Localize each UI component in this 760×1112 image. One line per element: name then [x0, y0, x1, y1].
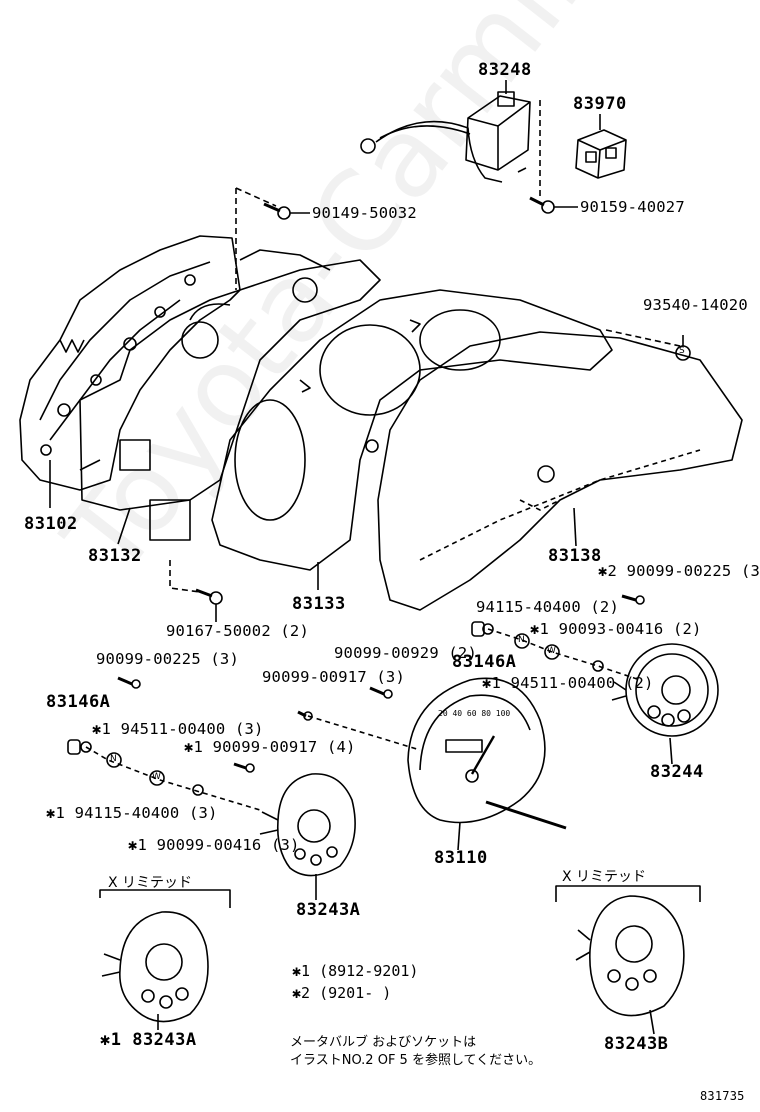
marker-N-letter-right: N — [518, 635, 525, 645]
leader-83243B — [649, 1009, 655, 1035]
variant-tag-right: X リミテッド — [562, 869, 647, 885]
marker-washer-left — [192, 784, 204, 796]
label-90159-40027: 90159-40027 — [580, 198, 685, 216]
label-83244: 83244 — [650, 762, 704, 782]
label-83243A-center: 83243A — [296, 900, 361, 920]
label-94511-00400-center: ✱1 94511-00400 (2) — [482, 674, 654, 692]
leader-83138 — [573, 507, 577, 547]
label-93540-14020: 93540-14020 — [643, 296, 748, 314]
leader-83132 — [117, 507, 131, 545]
label-83970: 83970 — [573, 94, 627, 114]
label-83138: 83138 — [548, 546, 602, 566]
label-90099-00225-right: ✱2 90099-00225 (3) — [598, 562, 760, 580]
screw-90099-00225-right — [621, 594, 645, 605]
screw-90099-00917 — [297, 710, 313, 721]
meter-part-83244 — [611, 643, 719, 737]
leader-dashed-93540 — [605, 329, 681, 347]
screw-90149 — [263, 202, 310, 220]
label-83146A-center: 83146A — [452, 652, 517, 672]
leader-83244 — [669, 737, 673, 765]
variant-bracket-right — [555, 885, 701, 902]
screw-90099-00929 — [369, 686, 393, 699]
leader-dashed-90167 — [169, 560, 201, 593]
marker-N-left — [106, 752, 122, 768]
dashed-chain-right — [487, 628, 641, 681]
diagram-id: 831735 — [700, 1089, 745, 1103]
sensor-connector-part — [360, 91, 531, 183]
svg-text:20 40 60 80 100: 20 40 60 80 100 — [438, 709, 510, 718]
meter-case-part-83132 — [79, 249, 381, 541]
meter-glass-part-83138 — [377, 331, 743, 611]
meter-hood-part-83133 — [211, 289, 613, 571]
marker-W-letter-right: W — [547, 646, 556, 656]
socket-part-83970 — [575, 129, 627, 179]
label-83133: 83133 — [292, 594, 346, 614]
label-90093-00416: ✱1 90093-00416 (2) — [530, 620, 702, 638]
label-83243B: 83243B — [604, 1034, 669, 1054]
speedometer-part-83110: 20 40 60 80 100 — [407, 677, 567, 830]
legend-line-1: ✱1 (8912-9201) — [292, 962, 419, 980]
variant-tag-left: X リミテッド — [108, 875, 193, 891]
meter-part-83243A-left — [101, 911, 209, 1023]
marker-N-letter-left: N — [110, 754, 117, 764]
label-90099-00917-4: ✱1 90099-00917 (4) — [184, 738, 356, 756]
label-90099-00416: ✱1 90099-00416 (3) — [128, 836, 300, 854]
marker-W-left — [149, 770, 165, 786]
bulb-socket-83146A-left — [67, 739, 92, 755]
label-94115-40400-left: ✱1 94115-40400 (3) — [46, 804, 218, 822]
note-line-2: イラストNO.2 OF 5 を参照してください。 — [290, 1052, 542, 1068]
label-90099-00917: 90099-00917 (3) — [262, 668, 405, 686]
label-83243A-left: ✱1 83243A — [100, 1030, 197, 1050]
marker-S — [675, 345, 691, 361]
label-83146A-left: 83146A — [46, 692, 111, 712]
label-90167-50002: 90167-50002 (2) — [166, 622, 309, 640]
marker-W-letter-left: W — [152, 772, 161, 782]
label-83110: 83110 — [434, 848, 488, 868]
label-94115-40400-right: 94115-40400 (2) — [476, 598, 619, 616]
label-83102: 83102 — [24, 514, 78, 534]
screw-90167 — [195, 588, 223, 622]
note-block: メータバルブ およびソケットは イラストNO.2 OF 5 を参照してください。 — [290, 1034, 541, 1069]
meter-part-83243B — [575, 895, 685, 1017]
label-90149-50032: 90149-50032 — [312, 204, 417, 222]
screw-90099-00225-left — [117, 676, 141, 689]
screw-90099-00917-4 — [233, 762, 255, 773]
legend-line-2: ✱2 (9201- ) — [292, 984, 392, 1002]
label-90099-00929: 90099-00929 (2) — [334, 644, 477, 662]
screw-90159 — [529, 196, 578, 214]
marker-W-right — [544, 644, 560, 660]
printed-circuit-part-83102 — [19, 235, 241, 491]
label-90099-00225-left: 90099-00225 (3) — [96, 650, 239, 668]
dashed-chain-left — [85, 746, 261, 811]
note-line-1: メータバルブ およびソケットは — [290, 1035, 477, 1050]
leader-83110 — [457, 821, 461, 851]
bulb-socket-83146A-center — [471, 621, 494, 637]
label-83132: 83132 — [88, 546, 142, 566]
label-83248: 83248 — [478, 60, 532, 80]
variant-bracket-left — [99, 889, 231, 908]
marker-S-letter: S — [679, 346, 685, 356]
marker-N-right — [514, 633, 530, 649]
meter-part-83243A-center — [259, 773, 356, 877]
marker-washer-right — [592, 660, 604, 672]
label-94511-00400-left: ✱1 94511-00400 (3) — [92, 720, 264, 738]
